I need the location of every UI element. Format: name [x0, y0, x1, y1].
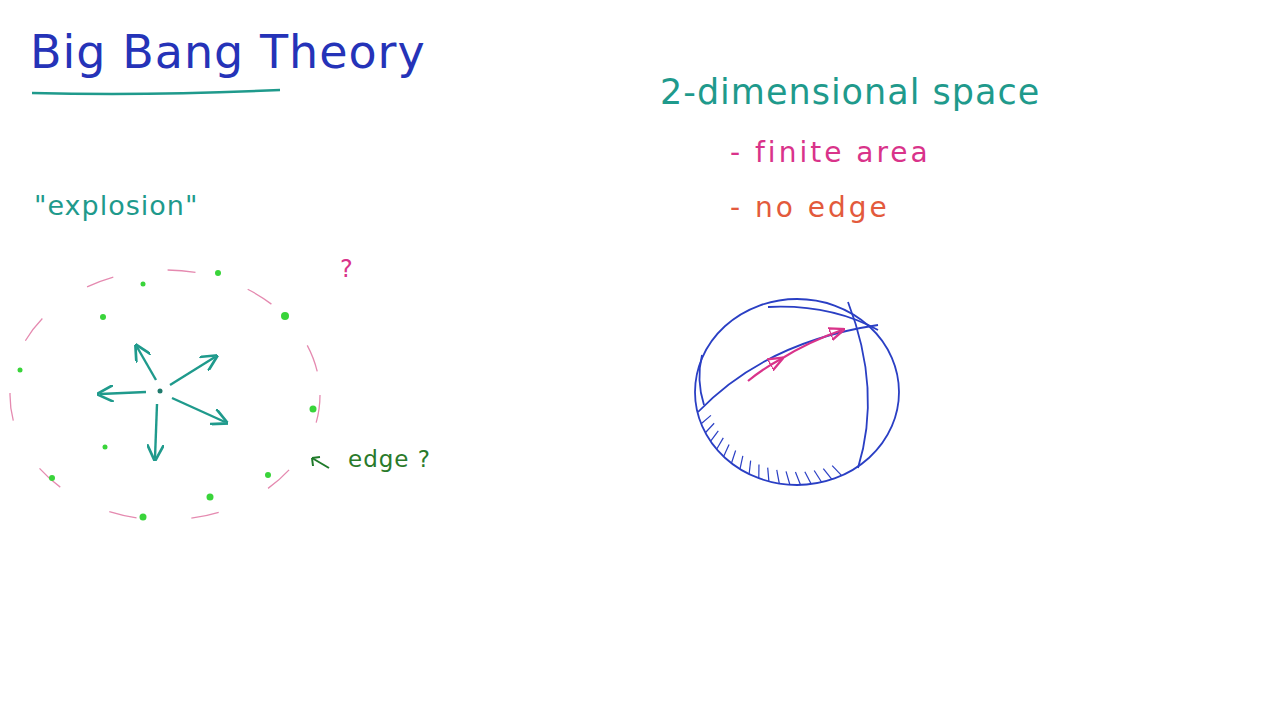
- edge-label: edge ?: [348, 446, 431, 472]
- geodesic-path: [748, 330, 842, 381]
- bullet-item: - no edge: [730, 192, 890, 224]
- edge-circle: [10, 270, 320, 520]
- heading: 2-dimensional space: [660, 72, 1040, 112]
- sphere-drawing: [695, 299, 899, 485]
- edge-leader: [312, 457, 329, 468]
- annotation: "explosion": [34, 190, 198, 221]
- center-point: [158, 389, 163, 394]
- title: Big Bang Theory: [30, 26, 426, 79]
- explosion-arrows: [100, 347, 225, 458]
- bullet-item: - finite area: [730, 137, 931, 169]
- galaxy-dots: [18, 270, 317, 521]
- sphere-shading: [701, 415, 842, 485]
- title-underline: [32, 90, 280, 94]
- question-mark: ?: [340, 256, 353, 284]
